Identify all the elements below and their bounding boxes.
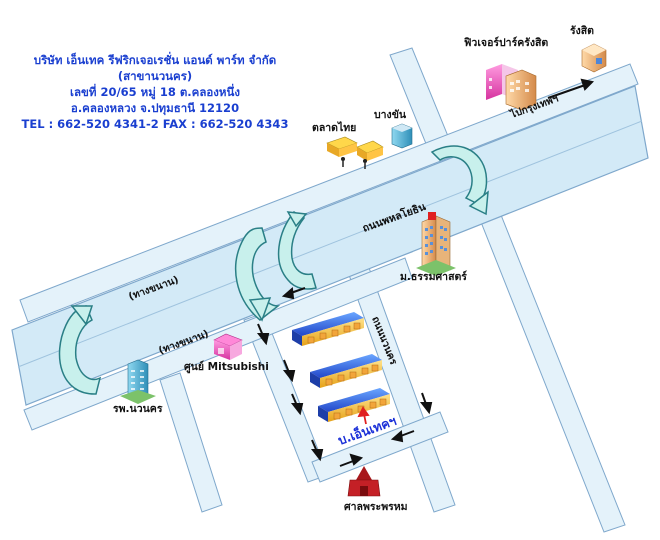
mall-building-icon xyxy=(486,64,537,111)
road-left-branch xyxy=(159,372,223,513)
future-park-label: ฟิวเจอร์ปาร์ครังสิต xyxy=(463,36,548,49)
road-network xyxy=(11,47,649,533)
u-turn-loop-right xyxy=(430,145,488,205)
u-turn-overpasses xyxy=(58,145,489,395)
direction-arrows xyxy=(256,78,595,467)
university-tower-icon xyxy=(416,212,456,276)
market-stalls-icon xyxy=(326,136,384,169)
factory-icon xyxy=(292,312,364,346)
road-phahonyothin-median xyxy=(17,120,643,368)
company-marker-arrow-icon xyxy=(357,406,370,425)
talad-thai-label: ตลาดไทย xyxy=(312,121,356,134)
company-address-line-1: เลขที่ 20/65 หมู่ 18 ต.คลองหนึ่ง xyxy=(70,85,240,99)
arrow-to-bangkok-icon xyxy=(547,78,595,99)
u-turn-left-arrowhead xyxy=(70,305,94,326)
arrow-soi-4-icon xyxy=(310,439,324,462)
u-turn-center-arrowhead xyxy=(248,297,272,322)
u-turn-right-arrowhead xyxy=(468,190,489,216)
rangsit-label: รังสิต xyxy=(570,25,594,37)
company-address-block: บริษัท เอ็นเทค รีฟริกเจอเรชั่น แอนด์ พาร… xyxy=(10,52,300,132)
factory-icon xyxy=(318,388,390,422)
navanakorn-hospital-label: รพ.นวนคร xyxy=(113,403,163,415)
road-right-long xyxy=(476,204,626,533)
arrow-navanakorn-south-icon xyxy=(419,392,433,415)
u-turn-center2-arrowhead xyxy=(286,211,308,228)
mitsubishi-label: ศูนย์ Mitsubishi xyxy=(184,360,269,374)
bang-khan-label: บางขัน xyxy=(374,109,407,121)
thammasat-label: ม.ธรรมศาสตร์ xyxy=(400,270,467,283)
shop-icon xyxy=(581,43,607,73)
company-name: บริษัท เอ็นเทค รีฟริกเจอเรชั่น แอนด์ พาร… xyxy=(33,53,277,67)
arrow-company-west-icon xyxy=(390,429,415,443)
arrow-soi-3-icon xyxy=(290,393,304,416)
office-building-icon xyxy=(391,123,413,149)
company-address-line-2: อ.คลองหลวง จ.ปทุมธานี 12120 xyxy=(70,101,240,115)
arrow-frontage-west-icon xyxy=(281,286,306,300)
arrow-soi-2-icon xyxy=(282,359,296,383)
arrow-shrine-east-icon xyxy=(339,453,364,467)
shrine-icon xyxy=(347,466,381,497)
shrine-label: ศาลพระพรหม xyxy=(344,501,408,513)
road-phahonyothin xyxy=(11,85,649,406)
arrow-soi-1-icon xyxy=(256,323,270,346)
road-frontage-upper xyxy=(19,63,639,323)
showroom-icon xyxy=(213,333,243,360)
company-phone: TEL : 662-520 4341-2 FAX : 662-520 4343 xyxy=(21,117,289,131)
u-turn-loop-center-2 xyxy=(277,211,317,290)
factory-icon xyxy=(310,354,382,388)
company-branch: (สาขานวนคร) xyxy=(117,69,193,83)
hospital-building-icon xyxy=(120,359,156,404)
